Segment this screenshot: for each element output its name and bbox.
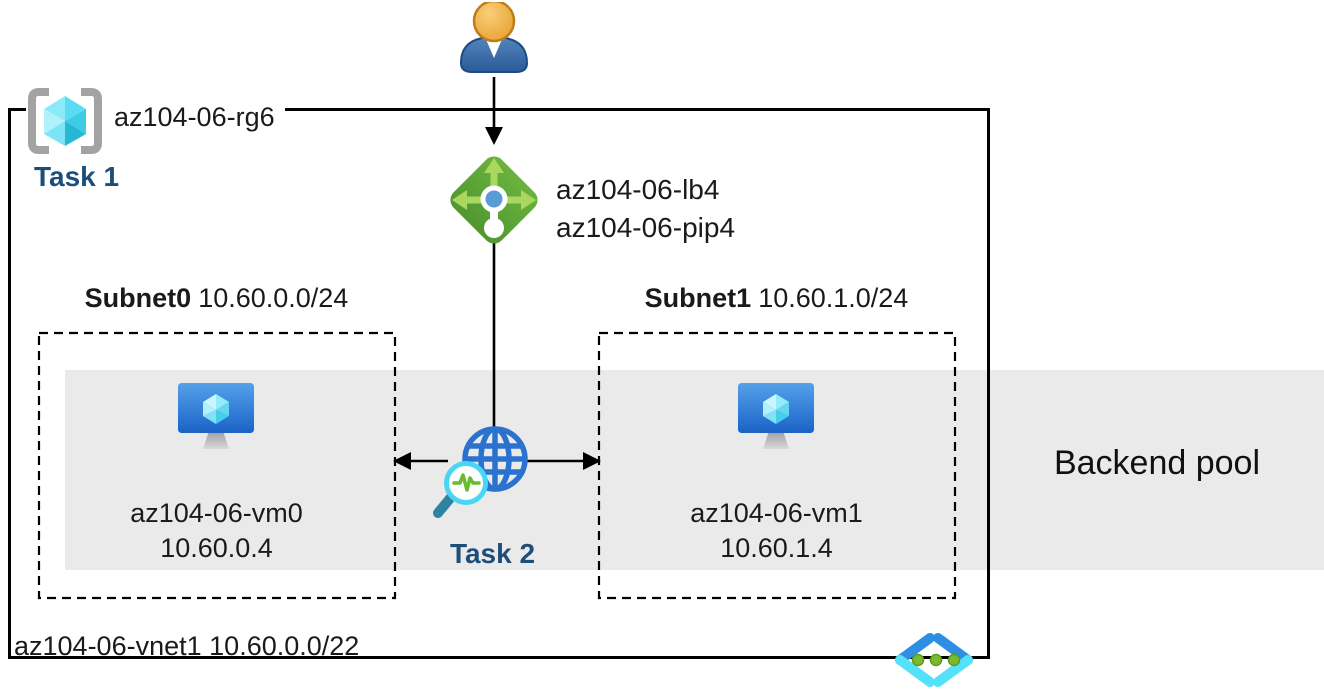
globe-icon	[462, 426, 528, 492]
vm0-ip-label: 10.60.0.4	[160, 533, 273, 563]
subnet1-dashed-box	[597, 331, 957, 600]
vm1-icon	[738, 383, 814, 449]
right-arrowhead	[583, 452, 601, 470]
vm1-name-label: az104-06-vm1	[690, 498, 863, 528]
subnet0-cidr: 10.60.0.0/24	[198, 283, 349, 313]
load-balancer-name-label: az104-06-lb4	[556, 174, 720, 205]
backend-pool-band	[65, 370, 1324, 570]
load-balancer-icon	[450, 156, 538, 244]
vm0-name-label: az104-06-vm0	[130, 498, 303, 528]
task1-label: Task 1	[34, 161, 120, 192]
vm1-ip-label: 10.60.1.4	[720, 533, 833, 563]
public-ip-label: az104-06-pip4	[556, 212, 736, 243]
magnifier-pulse-icon	[433, 461, 488, 518]
vnet-cidr: 10.60.0.0/22	[209, 631, 360, 661]
vm0-icon	[178, 383, 254, 449]
subnet0-dashed-box	[37, 331, 397, 600]
left-arrowhead	[393, 452, 411, 470]
resource-group-label: az104-06-rg6	[104, 100, 285, 134]
subnet1-name: Subnet1	[644, 283, 752, 313]
resource-group-icon	[26, 88, 104, 154]
vnet-icon	[895, 633, 973, 687]
backend-pool-label: Backend pool	[1053, 444, 1261, 482]
subnet1-cidr: 10.60.1.0/24	[758, 283, 909, 313]
resource-group-border	[8, 108, 990, 659]
vnet-label: az104-06-vnet1 10.60.0.0/22	[14, 631, 359, 661]
subnet0-name: Subnet0	[84, 283, 192, 313]
vnet-name: az104-06-vnet1	[14, 631, 202, 661]
task2-label: Task 2	[449, 538, 536, 569]
user-icon	[459, 2, 529, 73]
user-to-lb-arrowhead	[485, 127, 503, 145]
globe-probe-icon	[433, 426, 528, 518]
